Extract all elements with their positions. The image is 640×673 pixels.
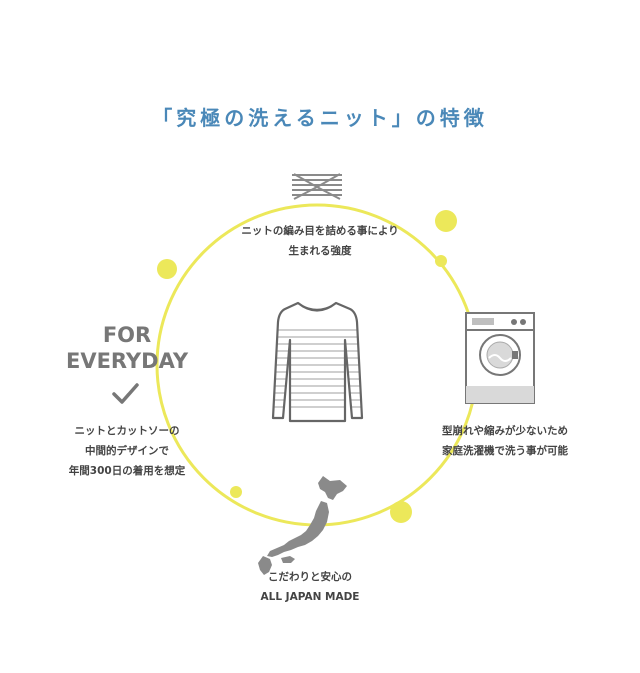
caption-line: ALL JAPAN MADE <box>260 591 360 603</box>
feature-caption-japan-made: こだわりと安心の ALL JAPAN MADE <box>220 567 400 607</box>
ring-dot <box>230 486 242 498</box>
caption-line: ニットの編み目を詰める事により <box>241 225 399 237</box>
caption-line: 中間的デザインで <box>85 445 169 457</box>
caption-line: こだわりと安心の <box>268 571 352 583</box>
washing-machine-icon <box>465 312 535 404</box>
feature-caption-washable: 型崩れや縮みが少ないため 家庭洗濯機で洗う事が可能 <box>420 421 590 461</box>
knit-stitch-icon <box>292 173 342 200</box>
caption-line: 年間300日の着用を想定 <box>68 465 186 477</box>
caption-line: 型崩れや縮みが少ないため <box>442 425 568 437</box>
for-everyday-badge: FOR EVERYDAY <box>62 322 192 374</box>
feature-caption-everyday: ニットとカットソーの 中間的デザインで 年間300日の着用を想定 <box>47 421 207 481</box>
caption-line: 生まれる強度 <box>288 245 352 257</box>
feature-caption-strength: ニットの編み目を詰める事により 生まれる強度 <box>200 221 440 261</box>
check-icon <box>112 383 139 404</box>
ring-dot <box>435 210 457 232</box>
ring-dot <box>435 255 447 267</box>
striped-sweater-icon <box>271 301 364 423</box>
badge-line: EVERYDAY <box>65 349 189 373</box>
japan-map-icon <box>258 476 347 575</box>
ring-dot <box>390 501 412 523</box>
page-title: 「究極の洗えるニット」の特徴 <box>152 106 488 130</box>
badge-line: FOR <box>102 323 152 347</box>
caption-line: ニットとカットソーの <box>74 425 180 437</box>
caption-line: 家庭洗濯機で洗う事が可能 <box>442 445 568 457</box>
ring-dot <box>157 259 177 279</box>
